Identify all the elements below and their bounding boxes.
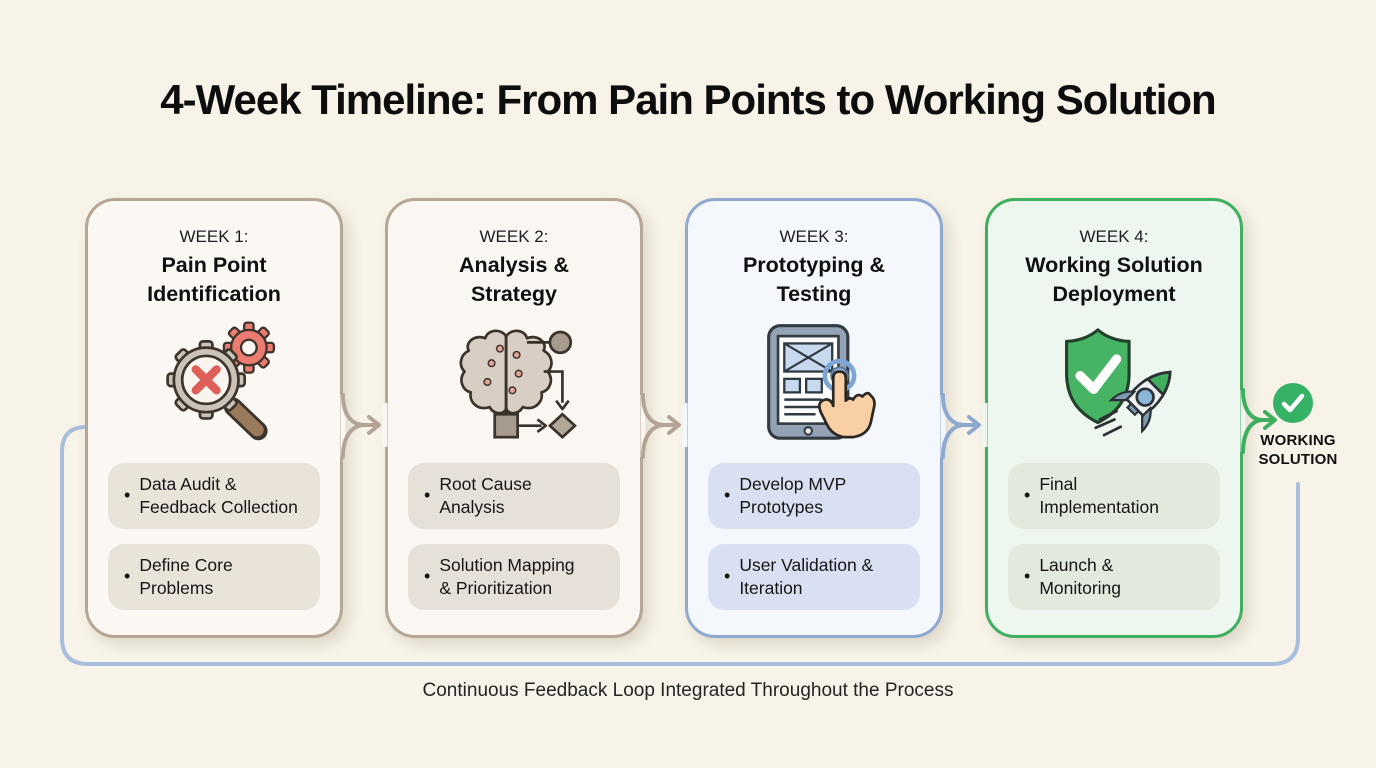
week-4-card: WEEK 4: Working Solution Deployment • Fin… xyxy=(985,198,1243,638)
week-2-bullet-1: • Root Cause Analysis xyxy=(408,463,620,529)
bullet-dot: • xyxy=(724,566,731,587)
week-3-bullet-2: • User Validation & Iteration xyxy=(708,544,920,610)
bullet-text: Data Audit & Feedback Collection xyxy=(139,474,298,517)
week-2-card: WEEK 2: Analysis & Strategy • Root Cause … xyxy=(385,198,643,638)
week-2-title: Analysis & Strategy xyxy=(459,253,569,306)
arrow-week2-week3-icon xyxy=(640,393,688,459)
week-1-label: WEEK 1: xyxy=(179,227,249,246)
arrow-week4-result-icon xyxy=(1240,388,1277,454)
week-1-card: WEEK 1: Pain Point Identification •Da xyxy=(85,198,343,638)
week-4-title: Working Solution Deployment xyxy=(1025,253,1203,306)
week-2-label: WEEK 2: xyxy=(479,227,549,246)
week-1-bullet-1: • Data Audit & Feedback Collection xyxy=(108,463,320,529)
bullet-text: Root Cause Analysis xyxy=(439,474,532,517)
arrow-week3-week4-icon xyxy=(940,393,988,459)
bullet-text: Solution Mapping & Prioritization xyxy=(439,555,575,598)
bullet-dot: • xyxy=(424,485,431,506)
shield-rocket-icon xyxy=(988,319,1240,447)
tablet-tap-icon xyxy=(688,319,940,447)
arrow-week1-week2-icon xyxy=(340,393,388,459)
week-3-card: WEEK 3: Prototyping & Testing • Develop M… xyxy=(685,198,943,638)
week-4-bullet-1: • Final Implementation xyxy=(1008,463,1220,529)
bullet-dot: • xyxy=(124,485,131,506)
week-2-bullet-2: • Solution Mapping & Prioritization xyxy=(408,544,620,610)
bullet-text: Develop MVP Prototypes xyxy=(739,474,847,517)
gear-magnifier-x-icon xyxy=(88,319,340,447)
week-1-title: Pain Point Identification xyxy=(147,253,281,306)
week-1-bullet-2: • Define Core Problems xyxy=(108,544,320,610)
week-4-label: WEEK 4: xyxy=(1079,227,1149,246)
bullet-text: Define Core Problems xyxy=(139,555,233,598)
working-solution-label: WORKING SOLUTION xyxy=(1258,432,1338,469)
bullet-dot: • xyxy=(1024,566,1031,587)
feedback-loop-caption: Continuous Feedback Loop Integrated Thro… xyxy=(422,680,954,701)
bullet-dot: • xyxy=(124,566,131,587)
bullet-dot: • xyxy=(724,485,731,506)
week-3-label: WEEK 3: xyxy=(779,227,849,246)
brain-flowchart-icon xyxy=(388,319,640,447)
success-check-icon xyxy=(1273,383,1313,423)
bullet-dot: • xyxy=(424,566,431,587)
week-3-bullet-1: • Develop MVP Prototypes xyxy=(708,463,920,529)
bullet-text: Launch & Monitoring xyxy=(1039,555,1122,598)
page-title: 4-Week Timeline: From Pain Points to Wor… xyxy=(160,76,1216,123)
bullet-dot: • xyxy=(1024,485,1031,506)
week-4-bullet-2: • Launch & Monitoring xyxy=(1008,544,1220,610)
week-3-title: Prototyping & Testing xyxy=(742,253,886,306)
bullet-text: Final Implementation xyxy=(1039,474,1159,517)
bullet-text: User Validation & Iteration xyxy=(739,555,874,598)
